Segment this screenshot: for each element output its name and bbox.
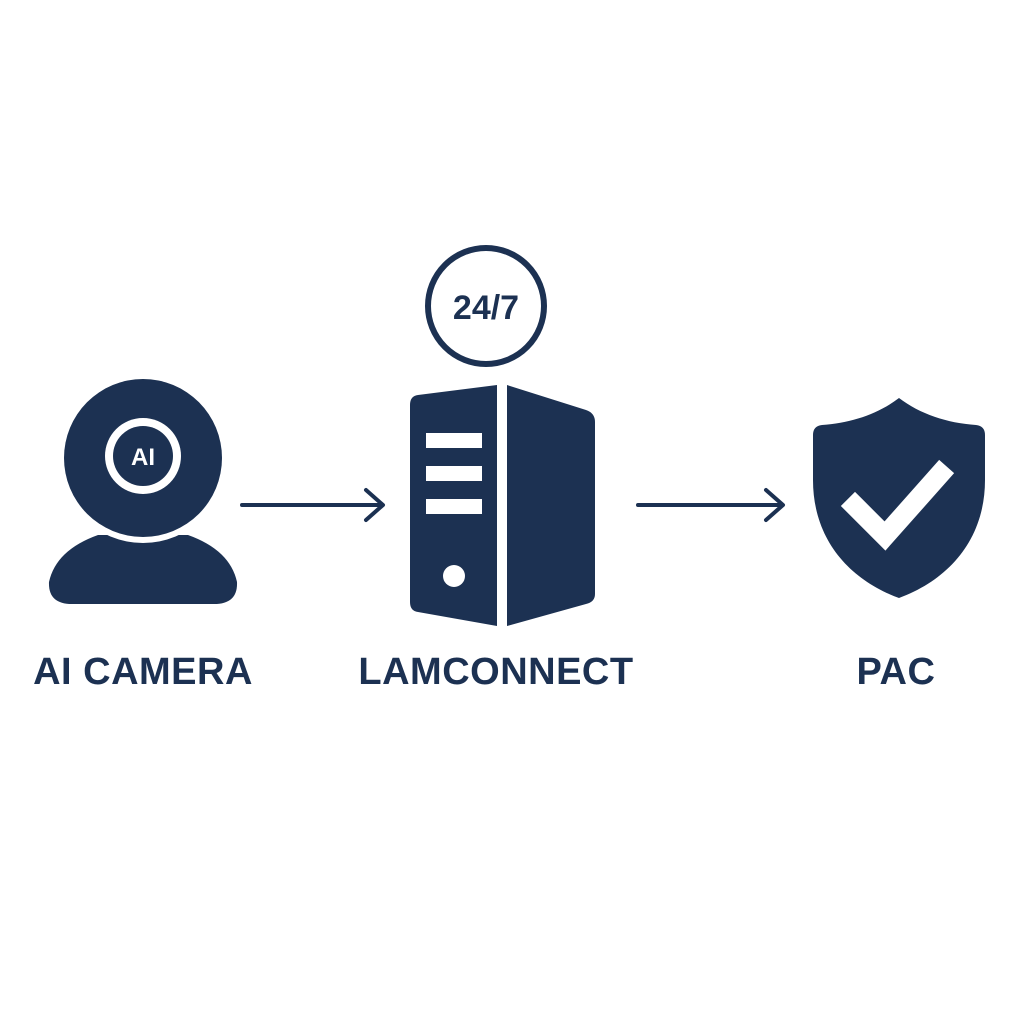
- camera-lens-inner: [113, 426, 173, 486]
- power-button: [443, 565, 465, 587]
- drive-bay-2: [426, 466, 482, 481]
- camera-lens-badge: AI: [131, 444, 155, 471]
- availability-badge: 24/7: [425, 245, 547, 367]
- arrow-camera-to-lamconnect: [240, 488, 385, 522]
- badge-text: 24/7: [453, 289, 519, 327]
- node-label-ai-camera: AI CAMERA: [33, 651, 253, 693]
- badge-ring: [425, 245, 547, 367]
- arrow-lamconnect-to-pac: [636, 488, 785, 522]
- server-side-panel: [507, 385, 595, 626]
- node-label-lamconnect: LAMCONNECT: [358, 651, 634, 693]
- camera-base: [48, 535, 238, 604]
- drive-bay-1: [426, 433, 482, 448]
- server-tower-icon: [410, 385, 595, 626]
- shield-check-icon: [813, 398, 985, 598]
- node-label-pac: PAC: [856, 651, 936, 693]
- ai-camera-icon: AI: [48, 373, 238, 604]
- check-icon: [840, 459, 955, 551]
- drive-bay-3: [426, 499, 482, 514]
- shield: [813, 398, 985, 598]
